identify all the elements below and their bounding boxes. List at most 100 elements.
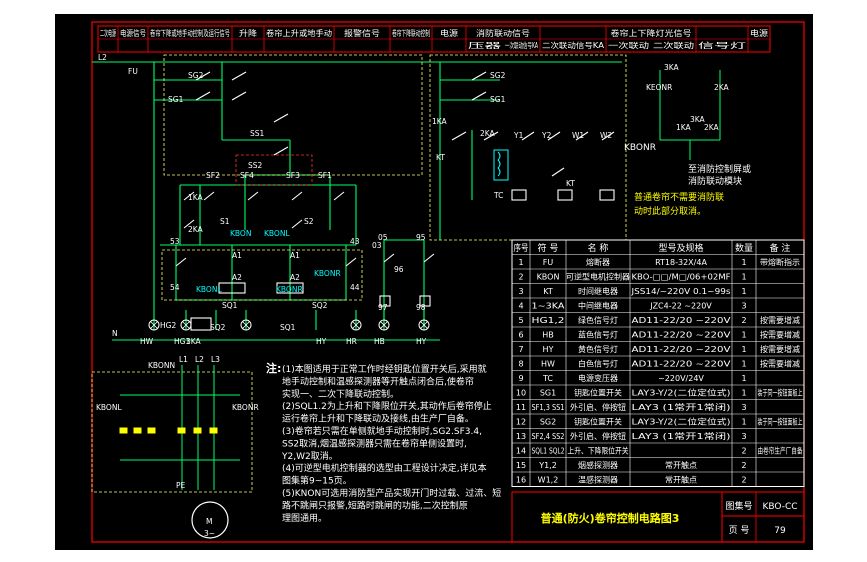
table-cell: 2	[741, 476, 746, 485]
header-cell: 报警信号	[344, 28, 380, 38]
motor-contacts	[119, 427, 218, 434]
label-hb: HB	[374, 337, 385, 346]
motor-terminal-label: L2	[195, 355, 204, 364]
table-cell: W1,2	[538, 476, 559, 485]
table-cell: 钥匙位置开关	[574, 417, 622, 427]
table-cell: 装于同一按钮面板上	[758, 388, 803, 398]
table-cell: HW	[541, 360, 555, 369]
note-line: (3)卷帘若只需在单侧就地手动控制时,SG2.SF3.4,	[282, 425, 482, 437]
label-hy2: HY	[316, 337, 327, 346]
table-cell: 1	[741, 374, 746, 383]
label-kbonr: KBONR	[314, 269, 341, 278]
table-cell: 13	[516, 432, 526, 441]
label-sg2-b: SG2	[490, 71, 506, 80]
label-ka3: 3KA	[186, 337, 202, 346]
indicator-lamp	[418, 319, 430, 331]
note-line: 运行卷帘上升和下降联动及接线,由生产厂自备。	[282, 413, 474, 425]
table-cell: 4	[518, 302, 523, 311]
table-cell: 按需要增减	[760, 359, 800, 369]
table-cell: JZC4-22 ~220V	[649, 302, 712, 311]
table-cell: 时间继电器	[578, 286, 618, 296]
table-cell: 可逆型电机控制器	[566, 272, 630, 282]
header-cell: 卷帘下降联动控制	[392, 28, 430, 38]
label-hy1: HY	[416, 337, 427, 346]
table-cell: SQL1 SQL2	[532, 447, 565, 456]
label-kr-1ka: 1KA	[676, 123, 692, 132]
table-cell: LAY3 (1常开1常闭)	[632, 432, 731, 441]
label-ka1-a: 1KA	[188, 193, 204, 202]
table-cell: HG1,2	[532, 316, 565, 325]
label-kbonl-coil: KBONL	[196, 285, 222, 294]
label-note-normal-2: 动时此部分取消。	[634, 205, 706, 217]
label-wire-53: 53	[170, 237, 180, 246]
table-cell: LAY3-Y/2(二位定位式)	[632, 417, 731, 427]
transformer-symbol	[493, 149, 509, 181]
dashed-groups	[91, 54, 627, 493]
label-s1: S1	[220, 217, 230, 226]
label-neutral: N	[112, 329, 118, 338]
label-sq1: SQ1	[280, 323, 296, 332]
header-cell: 电源	[440, 28, 458, 38]
label-sf3: SF3	[286, 171, 300, 180]
table-cell: 2	[741, 316, 746, 325]
table-cell: 序号	[514, 242, 529, 254]
header-cell: 电源	[750, 28, 768, 38]
label-w1: W1	[572, 131, 584, 140]
header-cell: 卷帘下降或地手动控制及运行信号	[150, 28, 230, 38]
page-label: 页 号	[729, 525, 750, 536]
label-wire-95: 95	[416, 233, 426, 242]
label-wire-a2b: A2	[290, 273, 300, 282]
table-cell: SF1,3 SS1	[532, 403, 565, 412]
label-y2: Y2	[541, 131, 552, 140]
label-sq1b: SQ1	[222, 301, 238, 310]
label-tc: TC	[493, 191, 503, 200]
table-cell: 由卷帘生产厂自备	[758, 446, 803, 456]
ss2-highlight	[235, 154, 313, 186]
table-cell: 常开触点	[665, 460, 697, 470]
table-cell: 14	[516, 447, 526, 456]
label-ss1: SS1	[250, 129, 265, 138]
label-kr-ka: 3KA	[690, 115, 706, 124]
label-wire-97: 97	[378, 303, 388, 312]
header-subcell: 一次联动	[608, 40, 650, 50]
label-hg1: HG1	[174, 337, 190, 346]
table-cell: 1	[741, 287, 746, 296]
header-cell: 卷帘上下降灯光信号	[611, 28, 692, 38]
note-line: 图集第9~15页。	[282, 475, 352, 487]
label-note-normal-1: 普通卷帘不需要消防联	[634, 191, 724, 203]
notes-prefix: 注:	[266, 361, 281, 375]
label-hw: HW	[140, 337, 154, 346]
table-cell: 3	[741, 302, 746, 311]
drawing-sheet	[55, 14, 813, 550]
label-ka2-a: 2KA	[188, 225, 204, 234]
table-cell: SF2,4 SS2	[532, 432, 565, 441]
label-sf1: SF1	[318, 171, 332, 180]
table-cell: TC	[542, 374, 553, 383]
table-cell: 3	[518, 287, 523, 296]
note-line: (1)本图适用于正常工作时经钥匙位置开关后,采用就	[282, 363, 487, 375]
label-wire-54: 54	[170, 283, 180, 292]
motor-terminal-label: L1	[179, 355, 188, 364]
table-cell: FU	[543, 258, 554, 267]
table-cell: 熔断器	[586, 257, 610, 267]
table-cell: 8	[518, 360, 523, 369]
table-cell: RT18-32X/4A	[655, 258, 707, 267]
label-kr-ka2: 2KA	[704, 123, 720, 132]
label-note-ka: KBONR	[624, 143, 656, 153]
label-kbonr-coil: KBONR	[276, 285, 303, 294]
note-line: 实现一、二次下降联动控制。	[282, 388, 399, 400]
table-cell: 钥匙位置开关	[574, 388, 622, 398]
indicator-lamp	[148, 319, 160, 331]
table-cell: SG1	[540, 389, 556, 398]
label-kbonn: KBONN	[148, 361, 175, 370]
notes-block: 注: (1)本图适用于正常工作时经钥匙位置开关后,采用就 地手动控制和温感探测器…	[266, 361, 501, 524]
label-kbon-l: KBONL	[96, 403, 122, 412]
table-cell: 黄色信号灯	[578, 344, 618, 354]
table-cell: 按需要增减	[760, 330, 800, 340]
note-line: 理图通用。	[282, 513, 327, 524]
table-cell: 9	[518, 374, 523, 383]
table-cell: AD11-22/20 ~220V	[632, 360, 732, 369]
label-kbon-r: KBONR	[232, 403, 259, 412]
note-line: 路不跳闸只报警,短路时跳闸的功能,二次控制原	[282, 499, 468, 511]
